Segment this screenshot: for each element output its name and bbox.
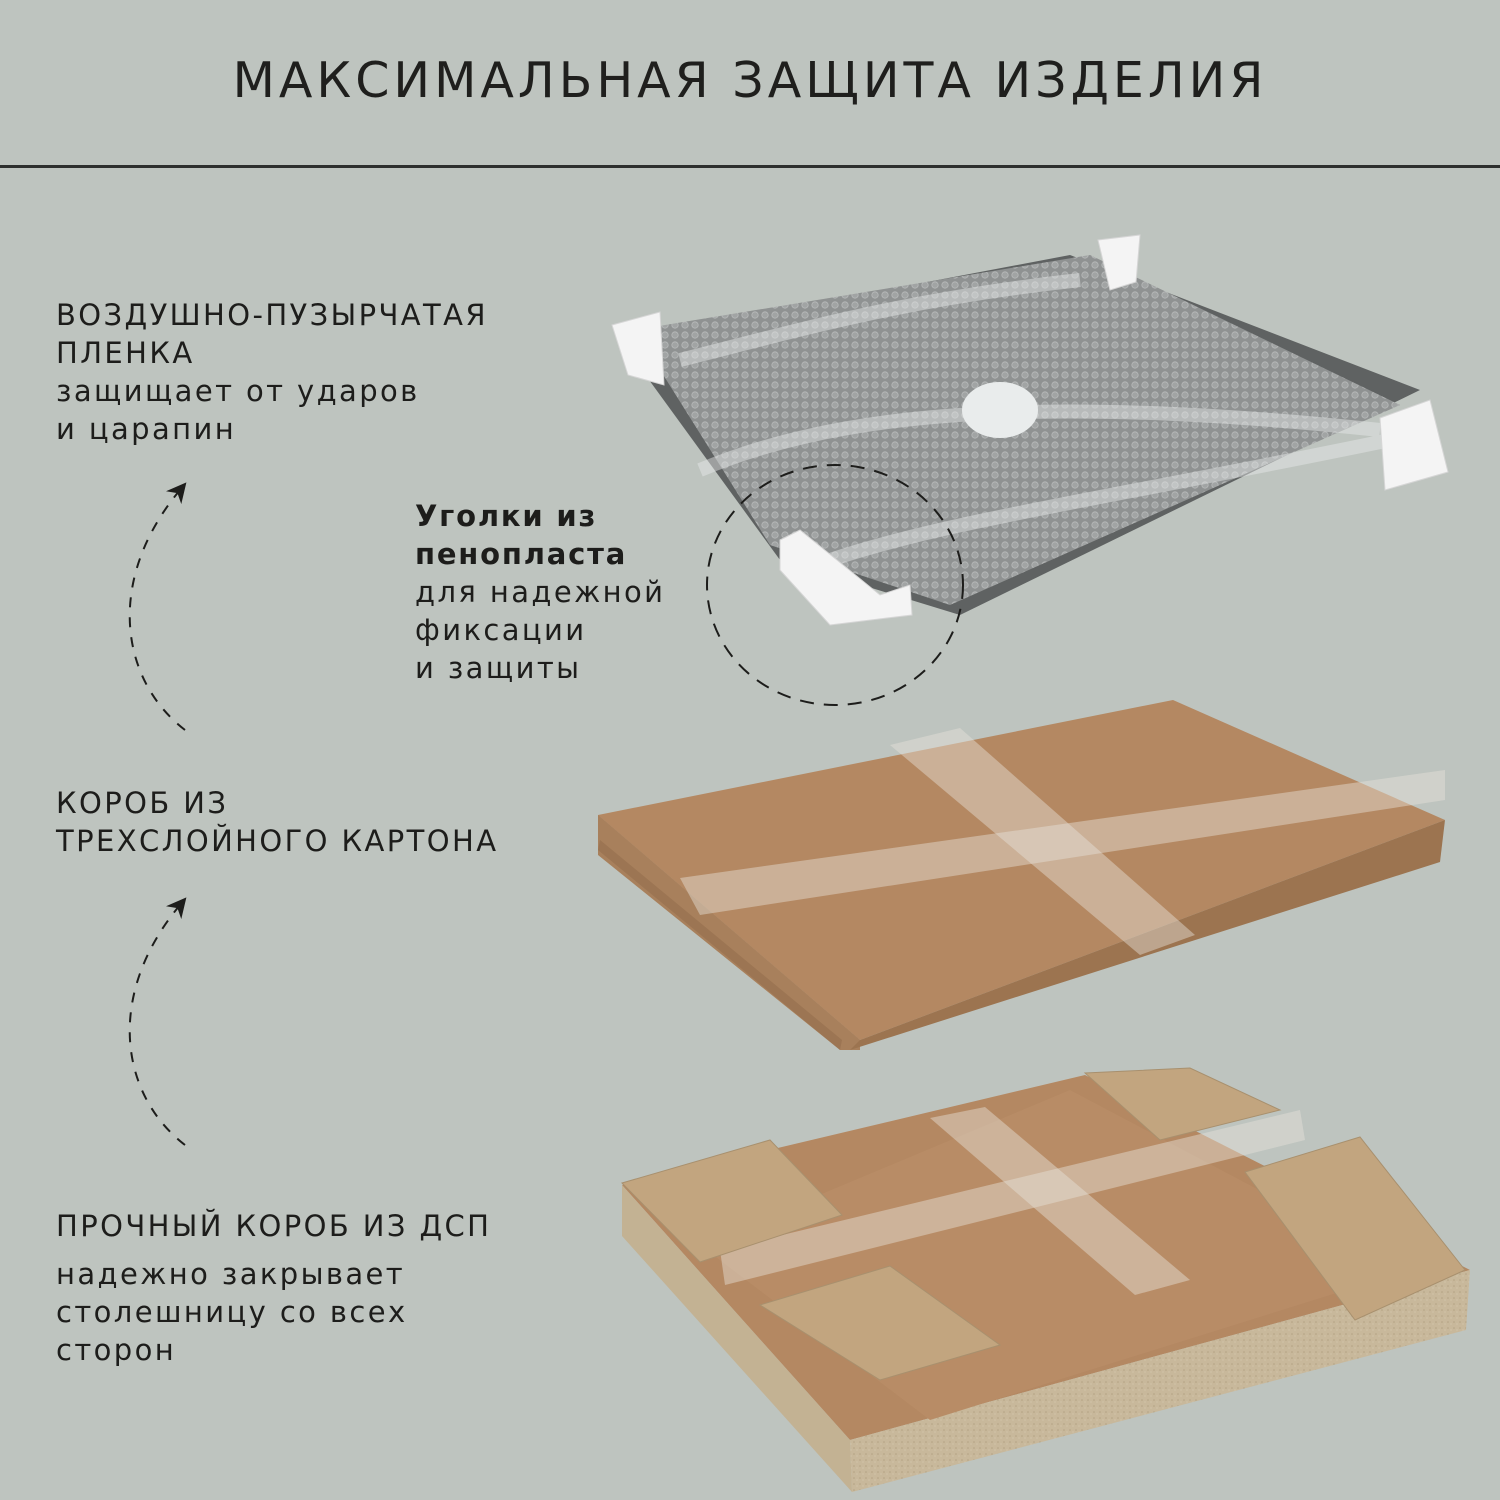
foam-corners-desc-3: и защиты [415,651,582,685]
chipboard-desc-3: сторон [56,1333,177,1367]
fiberboard-corner-plates [621,1067,1466,1381]
bubble-wrap-label: ВОЗДУШНО-ПУЗЫРЧАТАЯ ПЛЕНКА защищает от у… [56,296,488,448]
foam-corner-icon [611,234,1449,626]
chipboard-desc-2: столешницу со всех [56,1295,408,1329]
cardboard-box-label: КОРОБ ИЗ ТРЕХСЛОЙНОГО КАРТОНА [56,784,498,860]
foam-corners-label: Уголки из пенопласта для надежной фиксац… [415,497,665,687]
bubble-wrapped-tabletop-image [611,234,1449,626]
foam-corners-desc-1: для надежной [415,575,666,609]
arrow-up-icon-2 [128,897,187,1146]
foam-corners-desc-2: фиксации [415,613,587,647]
arrow-up-icon-1 [128,482,187,731]
bubble-wrap-knot [962,382,1038,438]
bubble-wrap-heading-2: ПЛЕНКА [56,336,195,370]
header-divider [0,165,1500,168]
chipboard-box-label: ПРОЧНЫЙ КОРОБ ИЗ ДСП надежно закрывает с… [56,1207,491,1369]
bubble-wrap-heading-1: ВОЗДУШНО-ПУЗЫРЧАТАЯ [56,298,488,332]
foam-corners-heading-1: Уголки из [415,499,598,533]
chipboard-heading: ПРОЧНЫЙ КОРОБ ИЗ ДСП [56,1209,492,1243]
page-title: МАКСИМАЛЬНАЯ ЗАЩИТА ИЗДЕЛИЯ [232,52,1268,109]
cardboard-box-image [598,700,1445,1050]
chipboard-box-image [621,1067,1470,1492]
callout-dashed-circle [706,464,964,706]
cardboard-heading-2: ТРЕХСЛОЙНОГО КАРТОНА [56,824,499,858]
chipboard-desc-1: надежно закрывает [56,1257,406,1291]
bubble-wrap-desc-1: защищает от ударов [56,374,420,408]
bubble-wrap-desc-2: и царапин [56,412,237,446]
cardboard-heading-1: КОРОБ ИЗ [56,786,229,820]
foam-corners-heading-2: пенопласта [415,537,628,571]
